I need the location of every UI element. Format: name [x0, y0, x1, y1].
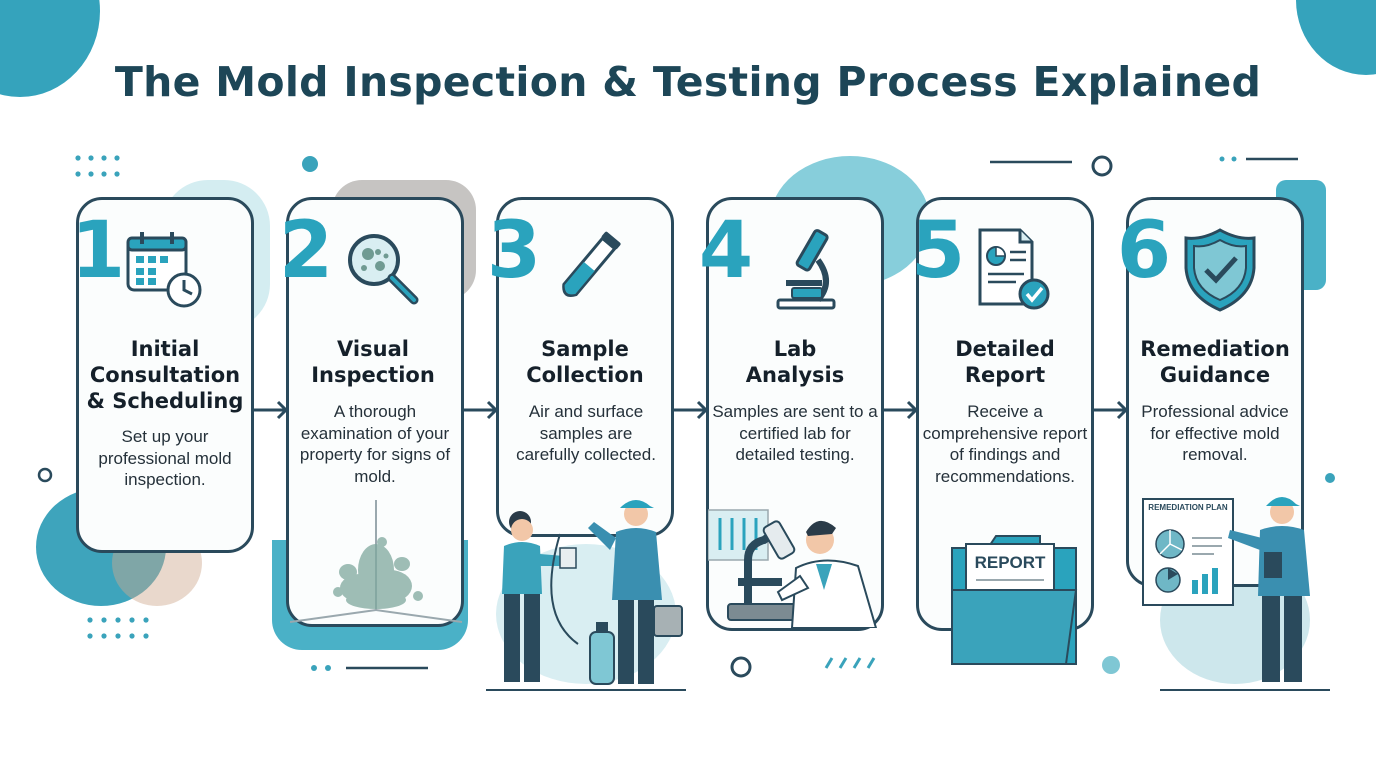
step-title-2: Visual Inspection: [311, 337, 435, 387]
step-number-4: 4: [698, 206, 754, 296]
report-label: REPORT: [974, 553, 1046, 572]
step-number-6: 6: [1116, 206, 1172, 296]
step-description-1: Set up your professional mold inspection…: [98, 427, 232, 489]
dot-right: [1325, 473, 1335, 483]
step-number-5: 5: [910, 206, 966, 296]
step-description-6: Professional advice for effective mold r…: [1141, 402, 1289, 464]
page-title: The Mold Inspection & Testing Process Ex…: [114, 58, 1262, 106]
step-card-3: [496, 197, 674, 537]
step-description-5: Receive a comprehensive report of findin…: [922, 402, 1088, 486]
plan-label: REMEDIATION PLAN: [1148, 503, 1228, 512]
dot-bottom-card6: [1102, 656, 1120, 674]
dots-grid-top-left: [75, 155, 120, 177]
step-card-1: [76, 197, 254, 553]
arrow-5-to-6: [1094, 400, 1129, 420]
step-number-3: 3: [486, 206, 542, 296]
shield-check-icon: [1184, 228, 1256, 312]
step-title-3: Sample Collection: [526, 337, 644, 387]
remediation-plan-board-illustration: [1142, 498, 1234, 606]
arrow-1-to-2: [254, 400, 289, 420]
magnifying-glass-icon: [348, 234, 419, 305]
calendar-clock-icon: [126, 232, 202, 308]
ring-bottom-card4: [730, 656, 752, 678]
ring-left: [37, 467, 53, 483]
report-folder-illustration: [951, 535, 1078, 665]
step-number-2: 2: [278, 206, 334, 296]
step-number-1: 1: [70, 206, 126, 296]
test-tube-icon: [562, 231, 621, 297]
lab-scientist-illustration: [708, 509, 878, 628]
dots-grid-bottom-left: [87, 617, 149, 639]
step-description-4: Samples are sent to a certified lab for …: [712, 402, 878, 464]
arrow-2-to-3: [464, 400, 499, 420]
step-title-4: Lab Analysis: [745, 337, 845, 387]
dots-line-top-right: [1219, 156, 1298, 162]
consultant-illustration: [1160, 497, 1330, 691]
step-title-1: Initial Consultation & Scheduling: [86, 337, 244, 413]
step-title-6: Remediation Guidance: [1140, 337, 1290, 387]
microscope-icon: [776, 229, 836, 310]
mold-corner-illustration: [290, 500, 462, 623]
technicians-sampling-illustration: [486, 500, 686, 691]
stripes-bottom-card4: [824, 657, 876, 669]
step-description-2: A thorough examination of your property …: [299, 402, 451, 486]
dot-top-card2: [302, 156, 318, 172]
report-document-icon: [978, 228, 1050, 310]
arrow-4-to-5: [884, 400, 919, 420]
arrow-3-to-4: [674, 400, 709, 420]
step-title-5: Detailed Report: [955, 337, 1055, 387]
dots-line-bottom-card2: [311, 665, 428, 671]
line-top-card5: [990, 155, 1113, 177]
step-description-3: Air and surface samples are carefully co…: [516, 402, 656, 464]
